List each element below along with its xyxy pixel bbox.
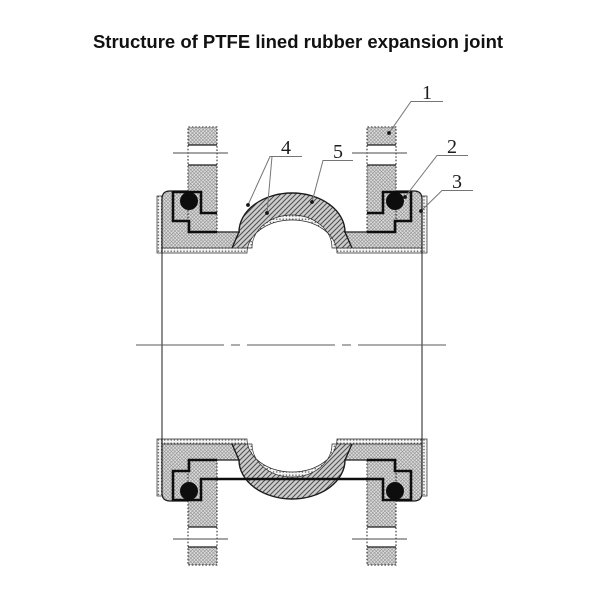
flange-outline-top-right xyxy=(396,190,423,253)
bead-clamp-outlines xyxy=(171,190,413,502)
bolt-outline-bottom-right xyxy=(366,460,397,566)
callout-label-5: 5 xyxy=(333,141,343,163)
callout-label-2: 2 xyxy=(447,136,457,158)
bolt-cap-lines-bottom xyxy=(188,526,396,548)
bolt-outline-top-right xyxy=(366,126,397,232)
flange-face-strip-top-left xyxy=(156,195,163,254)
leader-dot-1 xyxy=(387,131,391,135)
leader-1 xyxy=(388,101,443,134)
leader-dot-4b xyxy=(265,211,269,215)
ptfe-lining-bottom xyxy=(161,438,423,478)
rubber-arch-top xyxy=(232,193,352,248)
bead-wire-top-left xyxy=(180,192,198,210)
bolt-outline-top-left xyxy=(187,126,218,232)
leader-dot-3 xyxy=(419,209,423,213)
bead-outline-top-right xyxy=(367,190,413,234)
leader-3 xyxy=(420,190,473,212)
thread-band-bottom-right xyxy=(367,527,396,547)
rubber-arch-bottom xyxy=(232,444,352,499)
flange-outline-bottom-right xyxy=(396,439,423,502)
leader-4 xyxy=(247,156,302,214)
callout-label-3: 3 xyxy=(452,171,462,193)
bolt-outline-bottom-left xyxy=(187,460,218,566)
bead-wires xyxy=(180,192,404,500)
leader-2 xyxy=(404,155,468,198)
callout-leaders xyxy=(247,101,473,214)
leader-dot-2 xyxy=(403,195,407,199)
callout-numbers: 1 2 3 4 5 xyxy=(281,82,462,193)
bellows-outer-arc-bottom xyxy=(231,443,353,500)
leader-dots xyxy=(246,131,423,215)
thread-band-top-right xyxy=(367,145,396,165)
bolt-cap-lines-top xyxy=(188,144,396,166)
bellows-outer-arc-top xyxy=(231,192,353,249)
leader-dot-5 xyxy=(310,200,314,204)
flange-outline-bottom-left xyxy=(161,439,188,502)
thread-witness-lines xyxy=(173,152,407,540)
thread-band-top-left xyxy=(188,145,217,165)
part-outlines xyxy=(161,144,423,548)
bead-wire-bottom-right xyxy=(386,482,404,500)
bead-outline-bottom-right xyxy=(217,458,413,502)
leader-5 xyxy=(311,160,353,203)
bead-wire-bottom-left xyxy=(180,482,198,500)
leader-dot-4a xyxy=(246,203,250,207)
flange-face-strip-bottom-right xyxy=(421,438,428,497)
bead-outline-top-left xyxy=(171,190,217,234)
flange-outline-top-left xyxy=(161,190,188,253)
ptfe-lining xyxy=(156,195,428,497)
bolt-outlines xyxy=(187,126,397,566)
bead-wire-top-right xyxy=(386,192,404,210)
callout-label-1: 1 xyxy=(422,82,432,104)
bolt-thread-bands xyxy=(188,145,396,547)
flange-face-strip-top-right xyxy=(421,195,428,254)
diagram-title: Structure of PTFE lined rubber expansion… xyxy=(93,31,503,52)
flange-face-strip-bottom-left xyxy=(156,438,163,497)
bead-outline-bottom-left xyxy=(171,458,217,502)
callout-label-4: 4 xyxy=(281,137,291,159)
ptfe-lining-top xyxy=(161,214,423,254)
rubber-bellows-sections xyxy=(232,193,352,499)
thread-band-bottom-left xyxy=(188,527,217,547)
